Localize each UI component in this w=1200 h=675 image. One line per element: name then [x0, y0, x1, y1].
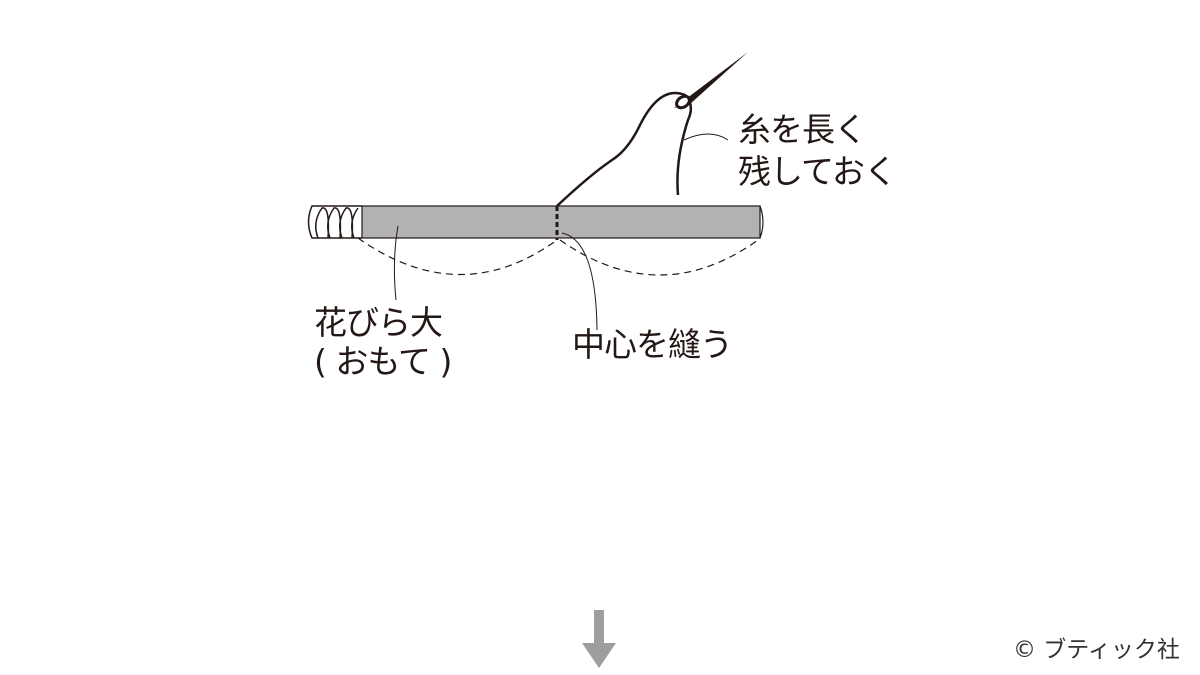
petal-strip [361, 205, 761, 239]
label-thread-line2: 残しておく [738, 152, 897, 191]
fold-arcs [357, 237, 759, 276]
down-arrow-icon [582, 610, 616, 668]
copyright-notice: © ブティック社 [1013, 637, 1180, 663]
label-thread-line1: 糸を長く [738, 110, 867, 149]
thread [556, 91, 693, 207]
label-petal-line2: ( おもて ) [314, 342, 452, 381]
coil [307, 205, 362, 239]
label-petal-line1: 花びら大 [314, 303, 443, 342]
leader-lines [393, 133, 729, 331]
strip-end [759, 205, 764, 239]
label-center-sew: 中心を縫う [572, 325, 733, 364]
needle-icon [674, 52, 748, 110]
